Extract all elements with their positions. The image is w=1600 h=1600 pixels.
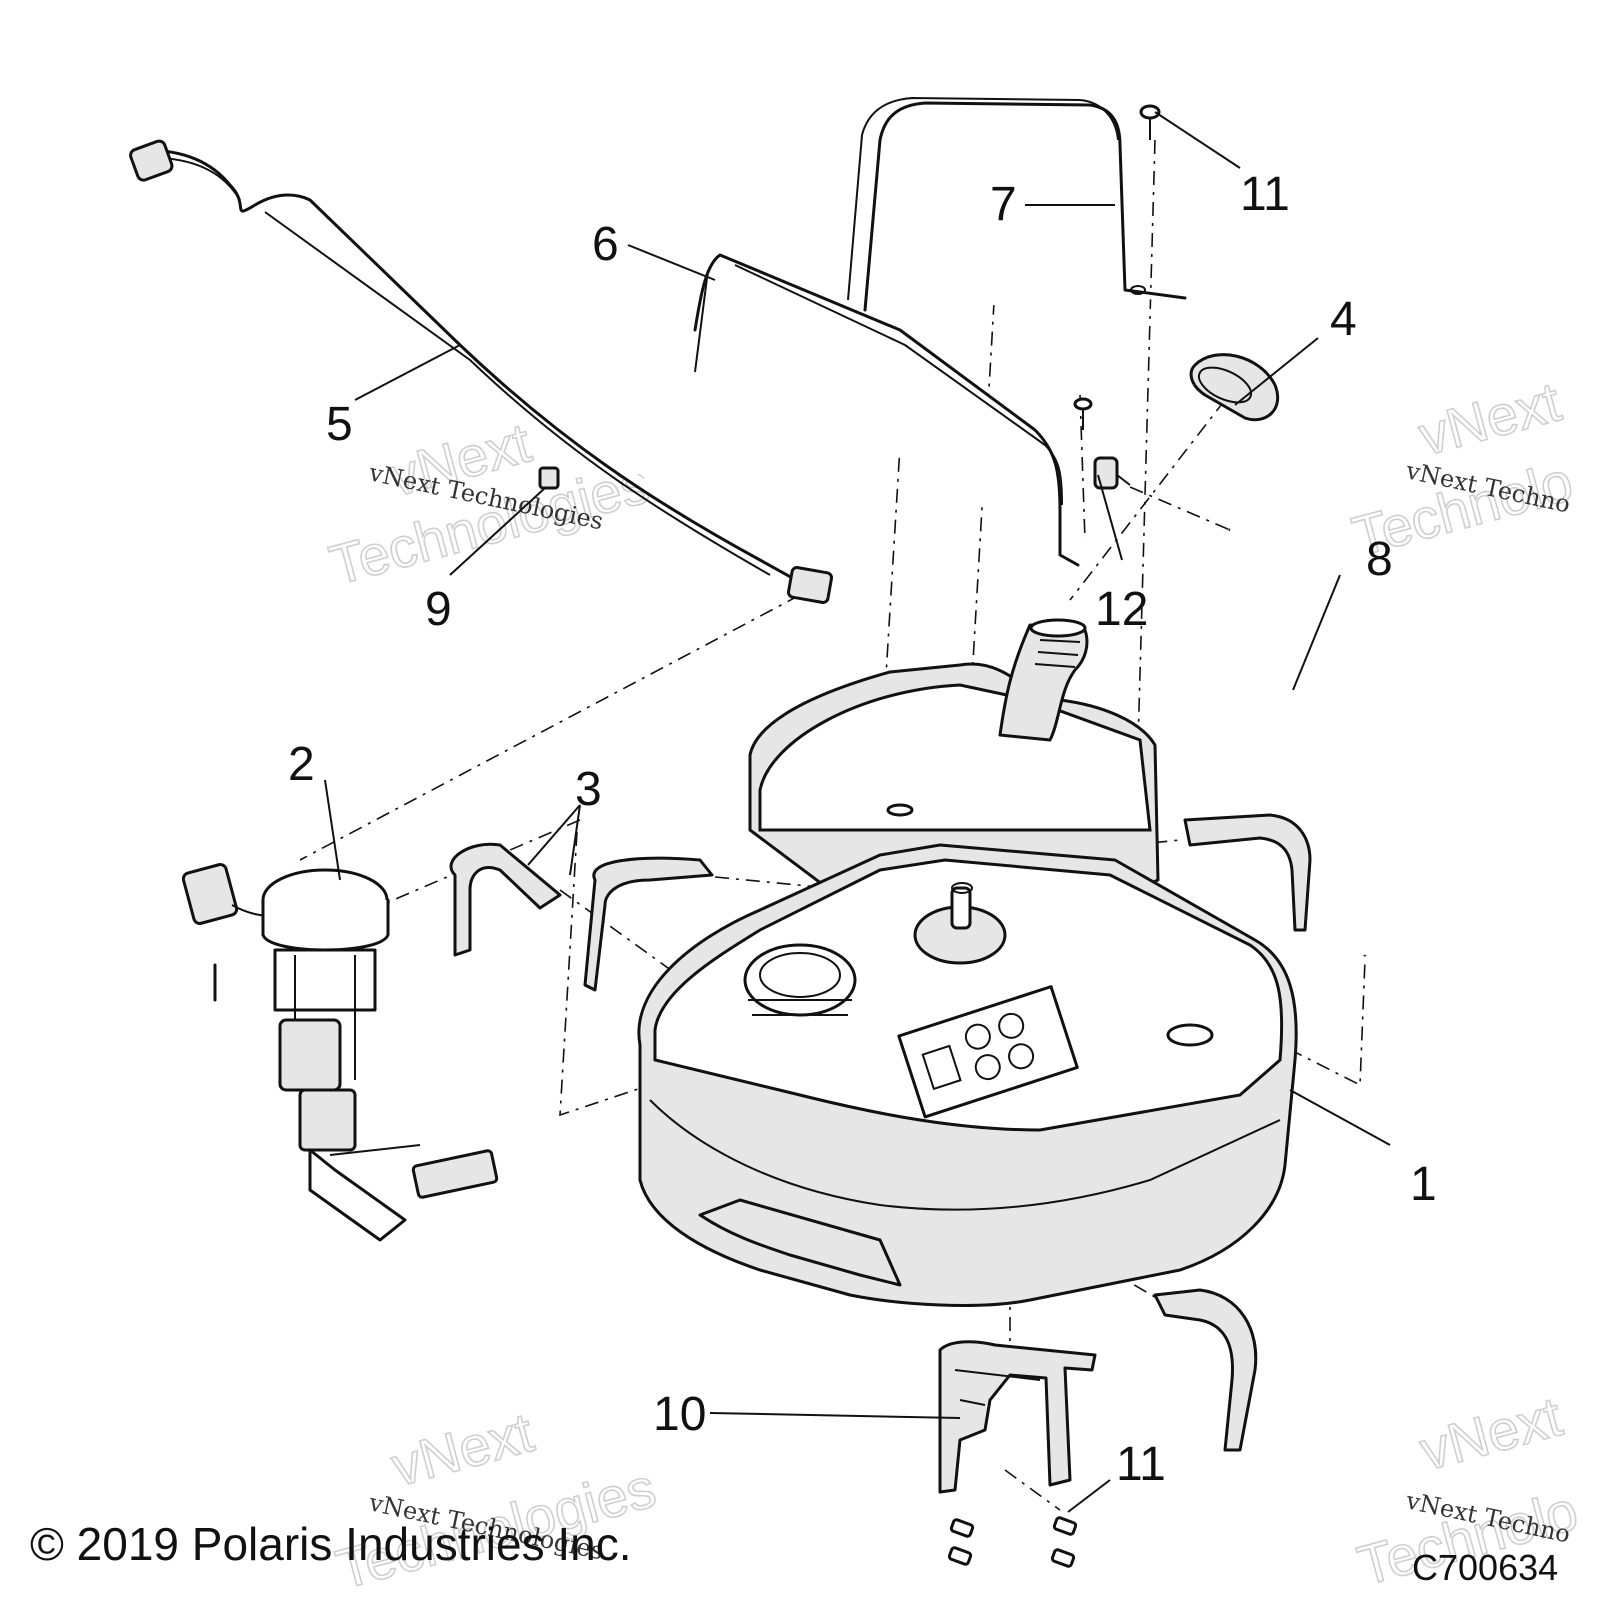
tank-pads-right — [1153, 813, 1312, 1452]
callout-6: 6 — [592, 218, 619, 271]
watermark-right-line1: vNext — [1412, 369, 1567, 467]
callout-2: 2 — [288, 738, 315, 791]
fuel-line-connector-lower — [786, 566, 834, 604]
part-2-fuel-pump — [181, 863, 499, 1242]
callout-7: 7 — [990, 178, 1017, 231]
part-12-vent-fitting — [1073, 397, 1131, 490]
part-5-fuel-line — [129, 139, 834, 604]
callout-4: 4 — [1330, 293, 1357, 346]
part-8-vent-hose — [1228, 526, 1383, 957]
callout-8: 8 — [1366, 533, 1393, 586]
callout-1: 1 — [1410, 1158, 1437, 1211]
part-6-front-strap — [693, 253, 1080, 567]
copyright-text: © 2019 Polaris Industries Inc. — [30, 1518, 632, 1570]
callout-5: 5 — [326, 398, 353, 451]
callout-11-bottom: 11 — [1116, 1438, 1166, 1491]
callout-11-top: 11 — [1240, 168, 1290, 221]
part-11-bolts-lower — [947, 1516, 1078, 1568]
part-7-top-strap — [847, 96, 1187, 312]
watermark-bottom-line1: vNext — [385, 1400, 540, 1498]
part-1-fuel-tank — [637, 618, 1298, 1307]
pump-float — [411, 1149, 499, 1199]
callout-10: 10 — [653, 1388, 706, 1441]
part-9-clip — [449, 466, 560, 576]
leader-lines — [324, 111, 1391, 1513]
watermark-bottom-right-line1: vNext — [1414, 1384, 1569, 1482]
pump-connector — [181, 863, 239, 925]
callout-12: 12 — [1095, 583, 1148, 636]
part-4-fuel-cap — [1189, 353, 1280, 422]
diagram-code: C700634 — [1412, 1547, 1558, 1588]
callout-labels: 1 2 3 4 5 6 7 8 9 10 11 11 12 — [288, 168, 1437, 1491]
part-11-bolt-upper — [1139, 104, 1161, 140]
callout-3: 3 — [575, 763, 602, 816]
callout-9: 9 — [425, 583, 452, 636]
part-3-tank-pads — [449, 842, 714, 992]
tank-label-plate — [897, 985, 1079, 1119]
part-10-bracket — [938, 1340, 1097, 1494]
fuel-line-connector-upper — [129, 139, 174, 182]
